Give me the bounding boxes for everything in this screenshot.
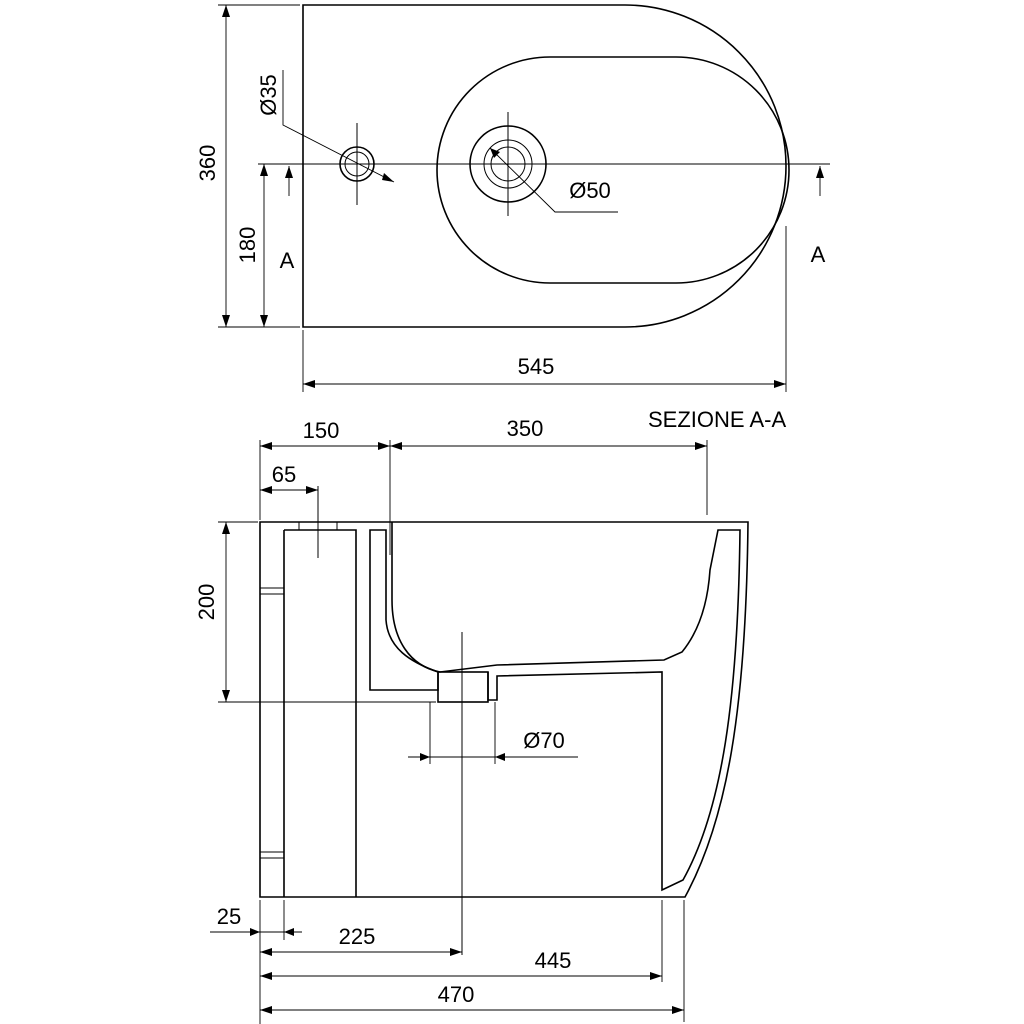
- dim-label-25: 25: [217, 904, 241, 929]
- section-drain: [437, 671, 489, 703]
- dim-label-360: 360: [195, 145, 220, 182]
- dim-label-65: 65: [272, 462, 296, 487]
- dim-label-200: 200: [194, 584, 219, 621]
- top-view-outline: [302, 4, 787, 328]
- dim-label-545: 545: [518, 354, 555, 379]
- top-view-bowl: [436, 56, 790, 284]
- section-outer-body: [259, 521, 749, 898]
- section-bowl-inner: [391, 522, 741, 892]
- section-view: SEZIONE A-A Ø70 150 350: [194, 407, 786, 1024]
- leader-drain-hole: [489, 147, 618, 213]
- dim-label-70: Ø70: [523, 728, 565, 753]
- dim-label-350: 350: [507, 416, 544, 441]
- dim-label-180: 180: [235, 227, 260, 264]
- label-drain-hole: Ø50: [569, 178, 611, 203]
- dim-label-150: 150: [303, 418, 340, 443]
- dim-label-225: 225: [339, 924, 376, 949]
- dim-label-470: 470: [438, 982, 475, 1007]
- section-title: SEZIONE A-A: [648, 407, 786, 432]
- section-mark-left: A: [280, 248, 295, 273]
- label-tap-hole: Ø35: [256, 74, 281, 116]
- top-view: 360 180 A A 545: [195, 4, 830, 392]
- leader-tap-hole: [282, 70, 395, 183]
- section-bowl-wall: [369, 529, 439, 691]
- dim-label-445: 445: [535, 948, 572, 973]
- section-left-wall: [283, 529, 357, 897]
- section-mark-right: A: [811, 242, 826, 267]
